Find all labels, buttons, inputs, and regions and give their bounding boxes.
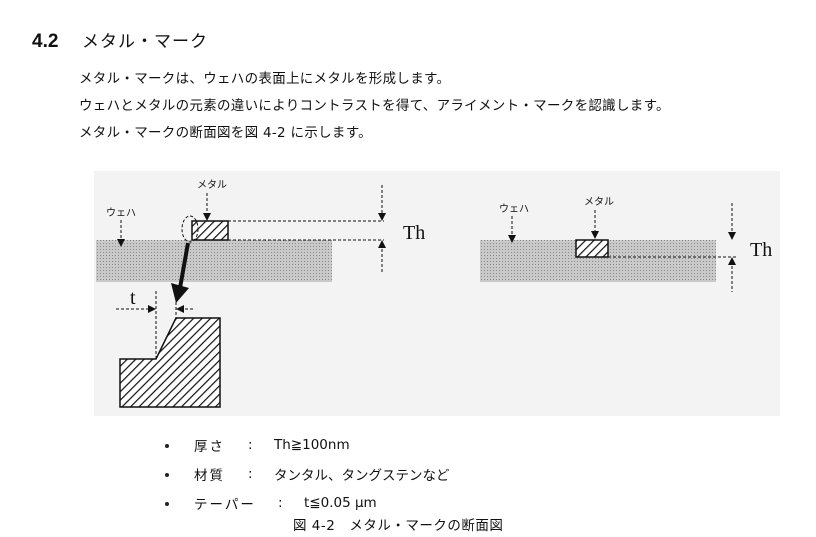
zoomed-taper-detail (119, 317, 221, 408)
cross-section-figure: メタル ウェハ Th t (94, 171, 780, 416)
right-wafer-label: ウェハ (499, 203, 529, 215)
spec-label: テーパー (194, 496, 256, 513)
section-title: メタル・マーク (82, 32, 208, 52)
spec-list: 厚さ : Th≧100nm 材質 : タンタル、タングステンなど テーパー : … (165, 430, 450, 517)
spec-separator: : (248, 465, 253, 482)
left-wafer-label: ウェハ (106, 207, 136, 219)
right-th-label: Th (750, 239, 772, 261)
left-diagram: メタル ウェハ Th t (96, 179, 425, 408)
spec-label: 厚さ (194, 438, 225, 455)
cross-section-diagram: メタル ウェハ Th t (96, 179, 772, 408)
paragraph-1: メタル・マークは、ウェハの表面上にメタルを形成します。 (79, 71, 451, 87)
spec-item-taper: テーパー : t≦0.05 μm (165, 488, 450, 517)
spec-label: 材質 (194, 467, 225, 484)
paragraph-3: メタル・マークの断面図を図 4-2 に示します。 (79, 125, 372, 141)
left-metal (191, 220, 229, 241)
spec-item-material: 材質 : タンタル、タングステンなど (165, 459, 450, 488)
spec-separator: : (248, 436, 253, 453)
spec-value: タンタル、タングステンなど (274, 467, 450, 484)
right-diagram: メタル ウェハ Th (480, 196, 772, 292)
left-th-label: Th (403, 222, 425, 244)
spec-value: Th≧100nm (274, 436, 350, 453)
taper-t-label: t (130, 287, 136, 309)
right-metal (575, 239, 609, 258)
left-wafer (96, 240, 332, 282)
spec-value: t≦0.05 μm (304, 494, 377, 511)
left-metal-label: メタル (197, 179, 227, 191)
figure-caption: 図 4-2 メタル・マークの断面図 (293, 518, 504, 534)
section-heading: 4.2 メタル・マーク (32, 27, 208, 53)
section-number: 4.2 (32, 31, 59, 52)
paragraph-2: ウェハとメタルの元素の違いによりコントラストを得て、アライメント・マークを認識し… (79, 98, 670, 114)
right-metal-label: メタル (584, 196, 614, 208)
bullet-dot (165, 444, 169, 448)
bullet-dot (165, 473, 169, 477)
spec-separator: : (278, 494, 283, 511)
bullet-dot (165, 502, 169, 506)
spec-item-thickness: 厚さ : Th≧100nm (165, 430, 450, 459)
